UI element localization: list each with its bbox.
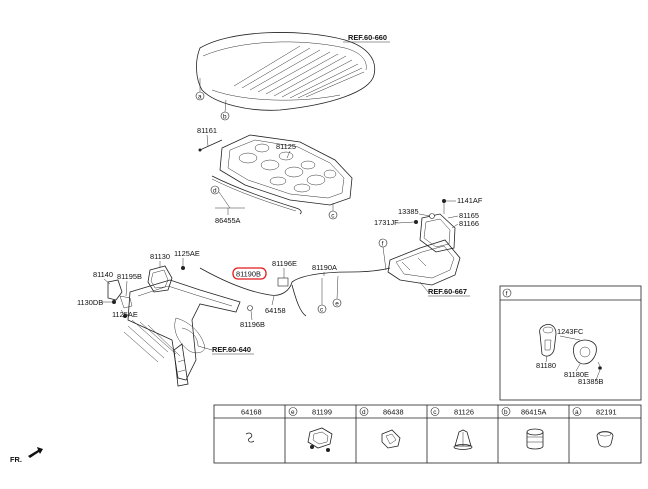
svg-text:e: e (335, 301, 339, 308)
table-letter: a (575, 409, 579, 416)
ref-right-label: REF.60-667 (428, 287, 467, 296)
part-81161: 81161 (197, 126, 217, 135)
table-part-number: 86438 (383, 408, 404, 417)
callout-d: d (210, 185, 245, 209)
part-1125AE-bottom: 1125AE (112, 310, 138, 319)
part-13385: 13385 (398, 207, 419, 216)
callout-b-top: b (220, 99, 230, 121)
table-part-number: 82191 (596, 408, 617, 417)
arrow-icon (28, 447, 43, 458)
bumper-icon (596, 431, 614, 448)
hood-latch-81130 (147, 265, 185, 293)
hood-weatherstrip (211, 175, 302, 215)
part-81125: 81125 (276, 142, 296, 151)
table-part-number: 86415A (521, 408, 547, 417)
hood-inner-panel (219, 134, 353, 206)
secondary-latch-81140 (107, 279, 133, 318)
hood-stay-grommet-81180 (539, 324, 557, 357)
svg-text:c: c (331, 213, 335, 220)
svg-text:d: d (213, 188, 217, 195)
part-81195B: 81195B (117, 272, 142, 281)
grommet-icon (526, 428, 544, 450)
svg-text:b: b (223, 114, 227, 121)
part-1731JF: 1731JF (374, 218, 399, 227)
front-end-carrier (123, 279, 241, 387)
part-86455A: 86455A (215, 216, 241, 225)
bracket-icon (307, 427, 333, 452)
callout-a-top: a (195, 78, 205, 101)
svg-text:f: f (382, 241, 384, 248)
part-81165: 81165 (459, 211, 479, 220)
table-cell-82191: a 82191 (572, 407, 617, 448)
table-letter: b (504, 409, 508, 416)
callout-e-cable: e (332, 275, 342, 308)
cable-clip-81196E (277, 277, 289, 287)
ref-bottom-label: REF.60-640 (212, 345, 251, 354)
part-1130DB: 1130DB (77, 298, 103, 307)
hood-hatching (233, 45, 365, 99)
retainer-icon (381, 429, 401, 449)
part-81180E: 81180E (564, 370, 589, 379)
release-cable-81190B (199, 267, 293, 296)
svg-text:a: a (198, 94, 202, 101)
table-cell-81199: e 81199 (288, 407, 333, 452)
hood-stay-rod (198, 139, 223, 152)
push-clip-icon (453, 429, 473, 450)
part-1125AE-top: 1125AE (174, 249, 200, 258)
part-81140: 81140 (93, 270, 113, 279)
svg-text:c: c (320, 307, 324, 314)
table-cell-81126: c 81126 (430, 407, 474, 450)
hood-panel (196, 32, 390, 111)
detail-box-letter: f (506, 291, 508, 298)
table-letter: c (433, 409, 437, 416)
front-direction-indicator: FR. (10, 447, 43, 464)
hood-hinge-assembly (387, 199, 461, 286)
table-cell-86438: d 86438 (359, 407, 404, 449)
table-cell-86415A: b 86415A (501, 407, 547, 450)
part-81190A: 81190A (312, 263, 337, 272)
callout-c-inner: c (328, 203, 338, 220)
hood-stay-holder-81180E (573, 339, 602, 370)
table-part-number: 81199 (312, 408, 332, 417)
detail-box-f: f (499, 285, 642, 401)
part-81196B: 81196B (240, 320, 265, 329)
release-cable-81190A (291, 267, 391, 317)
part-81196E: 81196E (272, 259, 297, 268)
clip-icon (245, 432, 255, 443)
part-81180: 81180 (536, 361, 556, 370)
table-letter: d (362, 409, 366, 416)
table-part-number: 81126 (454, 408, 474, 417)
part-81190B: 81190B (236, 270, 261, 279)
part-81385B: 81385B (578, 377, 604, 386)
part-1141AF: 1141AF (457, 196, 483, 205)
part-81166: 81166 (459, 219, 479, 228)
part-64158: 64158 (265, 306, 286, 315)
front-label: FR. (10, 455, 22, 464)
table-cell-64168: 64168 (241, 408, 262, 443)
table-letter: e (291, 409, 295, 416)
callout-f-main: f (378, 238, 388, 271)
part-1243FC: 1243FC (557, 327, 584, 336)
table-part-number: 64168 (241, 408, 262, 417)
part-81130: 81130 (150, 252, 170, 261)
parts-table (213, 404, 642, 464)
cable-highlight (232, 267, 267, 280)
callout-c-cable: c (317, 278, 327, 314)
ref-top-label: REF.60-660 (348, 33, 387, 42)
